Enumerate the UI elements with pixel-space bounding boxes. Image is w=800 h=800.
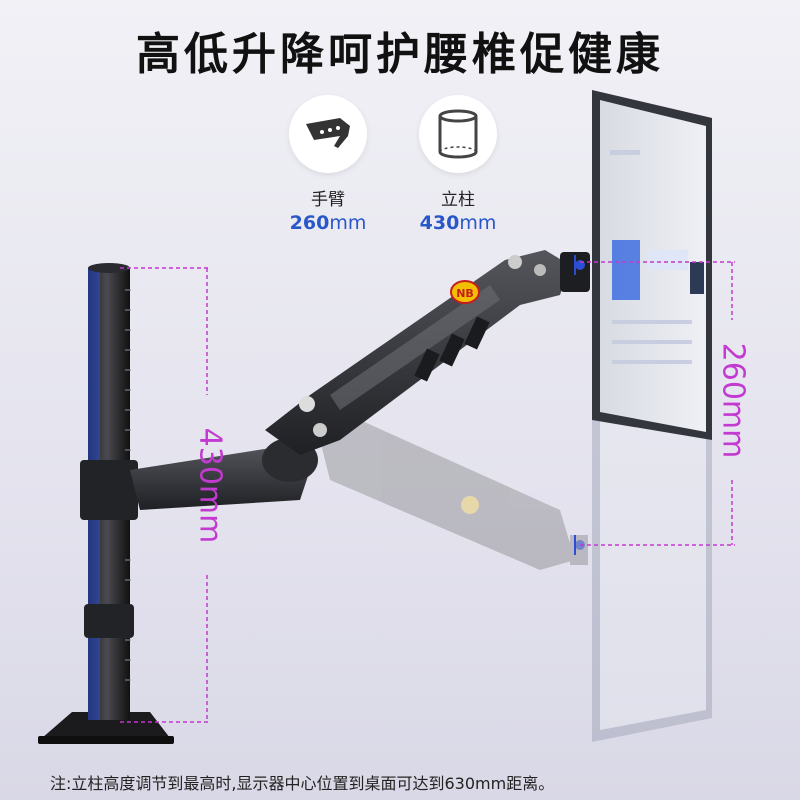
feature-column: 立柱 430mm [393,95,523,234]
column-dimension-label: 430mm [192,427,228,544]
brand-logo: NB [450,280,480,304]
column-scale [125,289,131,681]
ghost-monitor [592,380,712,742]
feature-arm-value: 260mm [289,212,367,234]
feature-arm-label: 手臂 [311,190,345,210]
brand-logo-text: NB [456,287,474,300]
feature-column-value: 430mm [419,212,497,234]
feature-arm: 手臂 260mm [263,95,393,234]
feature-column-label: 立柱 [441,190,475,210]
arm-dimension-lines [580,261,735,546]
arm-icon [289,95,367,173]
desk-clamp-base [42,712,170,738]
footnote: 注:立柱高度调节到最高时,显示器中心位置到桌面可达到630mm距离。 [50,774,555,793]
monitor [592,90,712,440]
arm-dimension-label: 260mm [715,342,751,459]
column-icon [419,95,497,173]
ghost-arm [320,420,588,570]
column-dimension-lines [120,267,210,723]
page-title: 高低升降呵护腰椎促健康 [136,29,664,80]
